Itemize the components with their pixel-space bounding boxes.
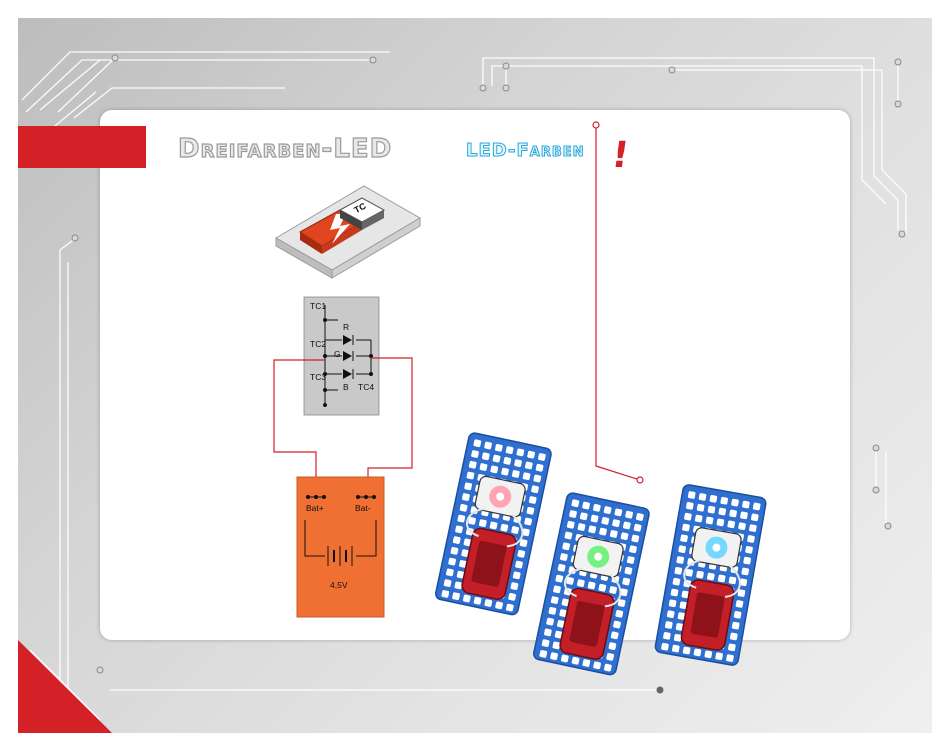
tc2-label: TC2 <box>310 339 326 349</box>
tc3-label: TC3 <box>310 372 326 382</box>
battery-pack <box>297 477 384 617</box>
tc4-label: TC4 <box>358 382 374 392</box>
led-g-label: G <box>334 349 341 359</box>
led-board-green <box>533 492 651 676</box>
led-b-label: B <box>343 382 349 392</box>
led-r-label: R <box>343 322 349 332</box>
tc1-label: TC1 <box>310 301 326 311</box>
callout-line <box>593 122 643 483</box>
battery-voltage-label: 4,5V <box>330 580 348 590</box>
battery-minus-label: Bat- <box>355 503 371 513</box>
led-board-red <box>435 432 553 616</box>
battery-plus-label: Bat+ <box>306 503 324 513</box>
schematic-diagram <box>304 297 379 415</box>
led-boards <box>435 432 767 676</box>
component-tile <box>149 173 420 278</box>
led-board-blue <box>654 484 766 666</box>
